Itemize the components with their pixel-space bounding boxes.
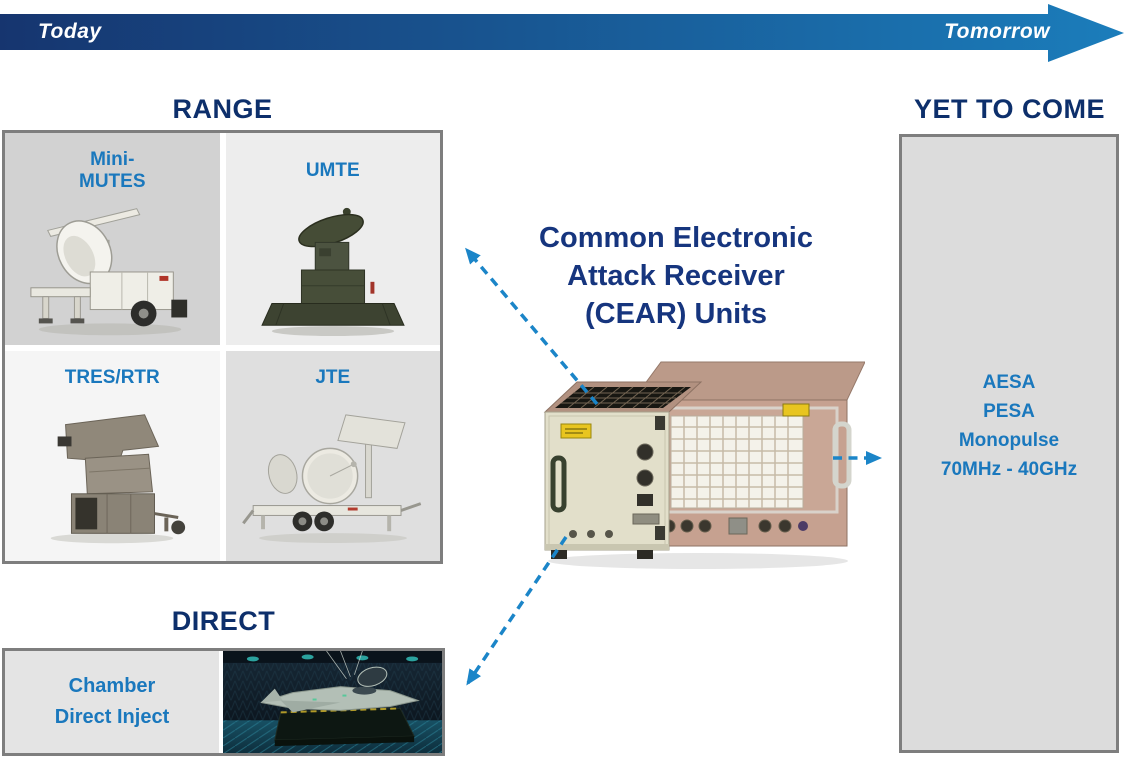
- tres-rtr-photo: [28, 391, 196, 561]
- cear-title-line: Common Electronic: [539, 222, 813, 254]
- label-line: JTE: [315, 367, 351, 388]
- mini-mutes-photo: [23, 195, 201, 345]
- range-heading: RANGE: [172, 94, 273, 124]
- yet-to-come-text: AESA PESA Monopulse 70MHz - 40GHz: [902, 368, 1116, 484]
- ytc-line: Monopulse: [958, 430, 1060, 451]
- umte-photo: [254, 195, 412, 345]
- jte-photo: [239, 391, 427, 561]
- yet-to-come-box: AESA PESA Monopulse 70MHz - 40GHz: [899, 134, 1119, 753]
- jte-label: JTE: [315, 365, 350, 391]
- tres-rtr-label: TRES/RTR: [65, 365, 160, 391]
- label-line: TRES/RTR: [64, 367, 160, 388]
- mini-mutes-label: Mini- MUTES: [79, 147, 146, 195]
- label-line: Mini-: [90, 149, 135, 170]
- range-cell-umte: UMTE: [225, 133, 440, 345]
- direct-label-panel: Chamber Direct Inject: [5, 651, 219, 753]
- today-label: Today: [38, 20, 102, 43]
- timeline-arrow: [0, 4, 1124, 62]
- cear-title-line: Attack Receiver: [567, 260, 785, 292]
- anechoic-chamber-photo: [223, 651, 442, 753]
- umte-label: UMTE: [306, 147, 360, 195]
- direct-box: Chamber Direct Inject: [2, 648, 445, 756]
- cear-title: Common Electronic Attack Receiver (CEAR)…: [481, 219, 871, 333]
- yet-to-come-heading: YET TO COME: [913, 94, 1106, 124]
- ytc-line: AESA: [982, 372, 1036, 393]
- range-cell-jte: JTE: [225, 351, 440, 561]
- label-line: UMTE: [305, 160, 360, 181]
- tomorrow-label: Tomorrow: [944, 20, 1050, 43]
- label-line: MUTES: [79, 171, 146, 192]
- range-box: Mini- MUTES: [2, 130, 443, 564]
- range-cell-mini-mutes: Mini- MUTES: [5, 133, 220, 345]
- cear-units-photo: [543, 361, 865, 569]
- direct-heading: DIRECT: [171, 606, 276, 636]
- cear-title-line: (CEAR) Units: [584, 298, 768, 330]
- range-cell-tres-rtr: TRES/RTR: [5, 351, 220, 561]
- ytc-line: 70MHz - 40GHz: [940, 459, 1078, 480]
- label-line: Direct Inject: [54, 706, 170, 728]
- label-line: Chamber: [68, 675, 156, 697]
- ytc-line: PESA: [983, 401, 1035, 422]
